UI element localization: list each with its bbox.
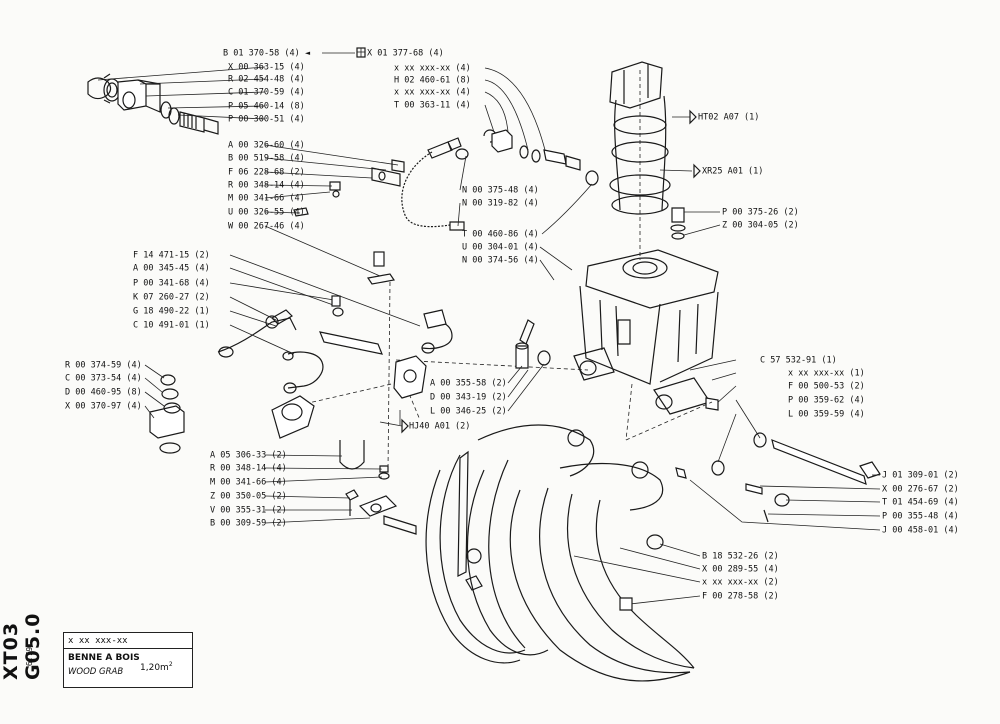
part-label: B 00 309-59 (2) [210, 519, 287, 529]
title-block-ref: x xx xxx-xx [64, 633, 192, 649]
part-label: C 57 532-91 (1) [760, 356, 837, 366]
title-french: BENNE A BOIS [68, 653, 140, 663]
part-label: A 00 345-45 (4) [133, 264, 210, 274]
capacity-label: 1,20m2 [140, 661, 173, 673]
part-label: G 18 490-22 (1) [133, 307, 210, 317]
part-label: V 00 355-31 (2) [210, 506, 287, 516]
part-label: N 00 375-48 (4) [462, 186, 539, 196]
part-label: L 00 346-25 (2) [430, 407, 507, 417]
part-label: P 00 359-62 (4) [788, 396, 865, 406]
ref-flag-label: XR25 A01 (1) [702, 167, 763, 177]
part-label: Z 00 350-05 (2) [210, 492, 287, 502]
coupling-assembly [87, 73, 219, 135]
part-label: X 00 276-67 (2) [882, 485, 959, 495]
part-label: U 00 326-55 (4) [228, 208, 305, 218]
leaders-lower-right [573, 399, 881, 611]
center-pin-group [507, 319, 551, 412]
part-label: X 00 370-97 (4) [65, 402, 142, 412]
part-label: B 01 370-58 (4) [223, 49, 300, 59]
part-label: C 00 373-54 (4) [65, 374, 142, 384]
part-label: J 01 309-01 (2) [882, 471, 959, 481]
part-label: M 00 341-66 (4) [210, 478, 287, 488]
part-label: K 07 260-27 (2) [133, 293, 210, 303]
part-label: T 01 454-69 (4) [882, 498, 959, 508]
title-block: x xx xxx-xx BENNE A BOIS WOOD GRAB 1,20m… [63, 632, 193, 688]
hose-lines-left [217, 251, 453, 394]
leaders-top-left [97, 52, 399, 277]
capacity-value: 1,20m [140, 663, 169, 673]
part-label: W 00 267-46 (4) [228, 222, 305, 232]
part-label: R 02 454-48 (4) [228, 75, 305, 85]
part-label: F 14 471-15 (2) [133, 251, 210, 261]
clamp-bracket [293, 159, 405, 217]
ref-flag-label: HT02 A07 (1) [698, 113, 759, 123]
top-fittings [483, 67, 599, 281]
part-label: Z 00 304-05 (2) [722, 221, 799, 231]
part-label: P 00 341-68 (4) [133, 279, 210, 289]
part-label: X 01 377-68 (4) [367, 49, 444, 59]
grab-body-frame [573, 249, 737, 441]
sheet-date: 6.79 [25, 646, 35, 667]
part-label: X 00 363-15 (4) [228, 63, 305, 73]
rotator-tower [609, 61, 693, 260]
part-label: x xx xxx-xx (2) [702, 578, 779, 588]
part-label: J 00 458-01 (4) [882, 526, 959, 536]
part-label: D 00 460-95 (8) [65, 388, 142, 398]
part-label: N 00 374-56 (4) [462, 256, 539, 266]
arrow-symbol: ◄ [305, 49, 311, 59]
swivel-fitting [670, 207, 721, 240]
part-labels-right: HT02 A07 (1) XR25 A01 (1) P 00 375-26 (2… [698, 113, 959, 602]
part-label: L 00 359-59 (4) [788, 410, 865, 420]
part-label: F 00 500-53 (2) [788, 382, 865, 392]
grab-shells [425, 424, 695, 682]
part-label: T 00 363-11 (4) [394, 101, 471, 111]
part-label: x xx xxx-xx (4) [394, 88, 471, 98]
ref-flag-label: HJ40 A01 (2) [409, 422, 470, 432]
part-label: X 00 289-55 (4) [702, 565, 779, 575]
sheet-code: XT03 G05.0 [0, 612, 44, 680]
ref-flag-symbols [356, 47, 701, 434]
part-label: R 00 348-14 (4) [228, 181, 305, 191]
leaders-lower-left [264, 454, 417, 535]
part-label: C 10 491-01 (1) [133, 321, 210, 331]
part-label: T 00 460-86 (4) [462, 230, 539, 240]
part-label: M 00 341-66 (4) [228, 194, 305, 204]
part-label: F 00 278-58 (2) [702, 592, 779, 602]
part-label: P 05 460-14 (8) [228, 102, 305, 112]
part-labels-left: B 01 370-58 (4) ◄ X 01 377-68 (4) X 00 3… [65, 49, 444, 529]
part-label: B 18 532-26 (2) [702, 552, 779, 562]
part-label: D 00 343-19 (2) [430, 393, 507, 403]
part-label: P 00 375-26 (2) [722, 208, 799, 218]
part-label: x xx xxx-xx (1) [788, 369, 865, 379]
part-label: U 00 304-01 (4) [462, 243, 539, 253]
part-label: H 02 460-61 (8) [394, 76, 471, 86]
part-label: R 00 374-59 (4) [65, 361, 142, 371]
part-label: P 00 355-48 (4) [882, 512, 959, 522]
hydraulic-hose [401, 137, 469, 231]
part-label: P 00 300-51 (4) [228, 115, 305, 125]
part-label: B 00 519-58 (4) [228, 154, 305, 164]
title-english: WOOD GRAB [68, 667, 124, 677]
lower-left-bracket [144, 355, 427, 480]
part-labels-center: x xx xxx-xx (4) H 02 460-61 (8) x xx xxx… [394, 64, 539, 432]
part-label: A 05 306-33 (2) [210, 451, 287, 461]
part-label: N 00 319-82 (4) [462, 199, 539, 209]
part-label: C 01 370-59 (4) [228, 88, 305, 98]
part-label: F 06 228-68 (2) [228, 168, 305, 178]
part-label: x xx xxx-xx (4) [394, 64, 471, 74]
capacity-exponent: 2 [168, 661, 173, 668]
part-label: R 00 348-14 (4) [210, 464, 287, 474]
part-label: A 00 326-60 (4) [228, 141, 305, 151]
part-label: A 00 355-58 (2) [430, 379, 507, 389]
